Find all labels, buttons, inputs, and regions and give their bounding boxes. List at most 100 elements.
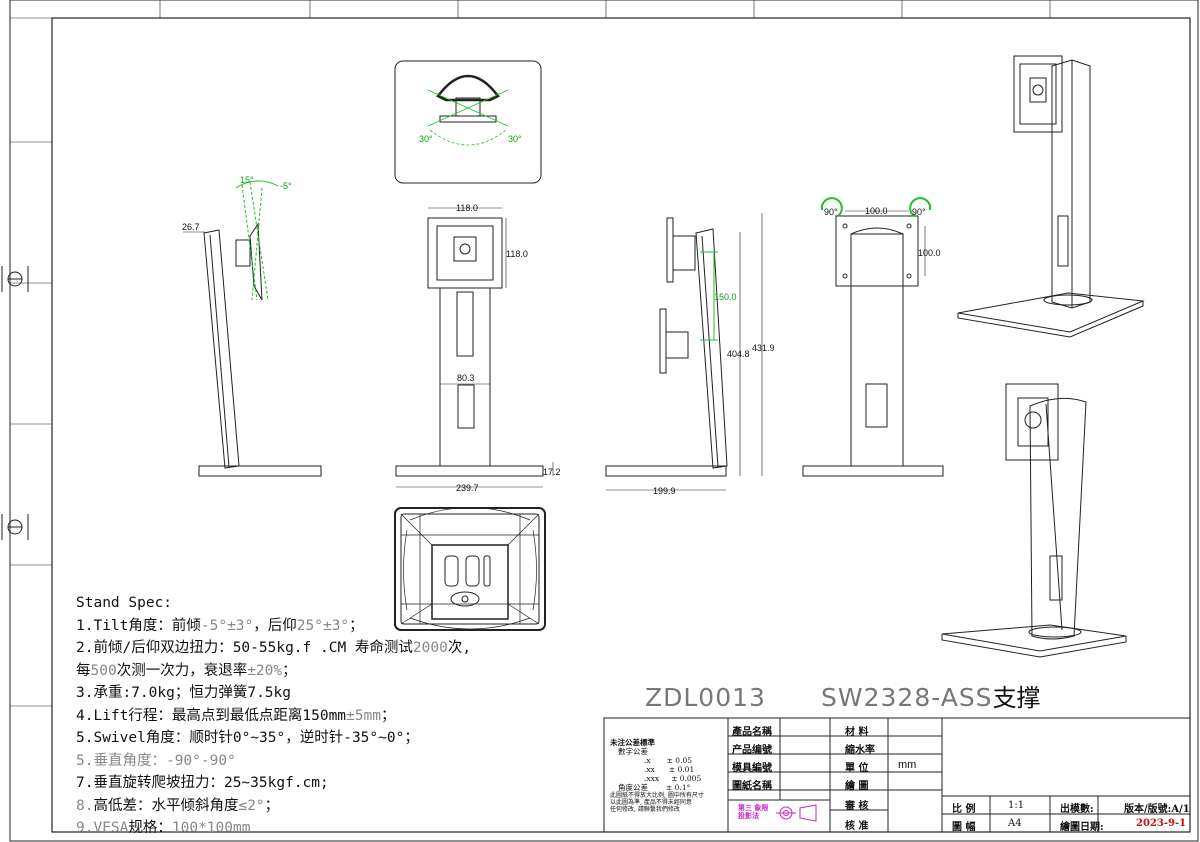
dim-vesa-height: 100.0 — [918, 248, 941, 258]
tolerance-key: .x — [644, 756, 651, 765]
tb-size-value: A4 — [1008, 818, 1022, 829]
tolerance-key: .xx — [644, 765, 655, 774]
spec-line-6: 5.Swivel角度：顺时针0°~35°，逆时针-35°~0°； — [76, 730, 419, 746]
dim-swivel-right: 30° — [508, 134, 522, 144]
side-tilt-dimensions: 15° -5° 26.7 — [182, 175, 292, 233]
part-suffix: 支撑 — [992, 684, 1041, 712]
spec-text: 高低差： — [93, 797, 152, 814]
registration-mark — [1, 266, 29, 292]
dim-min-height: 404.8 — [727, 349, 750, 359]
tb-label-date: 繪圖日期: — [1060, 822, 1104, 833]
spec-text: ； — [282, 662, 297, 679]
tb-label-mold-no: 模具編號 — [732, 763, 772, 774]
tolerance-value: ± 0.05 — [666, 756, 692, 765]
tb-projection: 第三 象限 投影法 — [738, 804, 769, 820]
tb-label-unit: 單 位 — [845, 763, 869, 774]
spec-text: 5. — [76, 752, 94, 769]
side-lift-dimensions — [606, 213, 763, 491]
part-code: ZDL0013 — [645, 683, 766, 712]
spec-heading: Stand Spec: — [76, 595, 173, 611]
spec-line-1: 1.Tilt角度：前倾-5°±3°，后仰25°±3°； — [76, 615, 471, 638]
tolerance-note-line: 任何修改, 請聯繫我們修改 — [610, 806, 680, 813]
tolerance-row: .x ± 0.05 — [644, 756, 704, 765]
spec-value: ±5mm — [346, 707, 381, 724]
stand-spec: Stand Spec: 1.Tilt角度：前倾-5°±3°，后仰25°±3°； … — [76, 592, 471, 840]
spec-text: 次测一次力，衰退率 — [116, 662, 248, 679]
spec-text: 次, — [447, 640, 472, 656]
spec-text: 8. — [76, 797, 94, 814]
tb-label-approved: 核 准 — [845, 821, 869, 832]
dim-front-width: 118.0 — [456, 203, 478, 213]
spec-value: -5°±3° — [200, 617, 254, 634]
spec-text: 每 — [76, 662, 91, 679]
tolerance-row: .xx ± 0.01 — [644, 765, 704, 774]
dim-vesa-width: 100.0 — [865, 206, 888, 216]
tolerance-key: .xxx — [644, 774, 660, 783]
dim-base-width: 239.7 — [456, 483, 479, 493]
projection-symbol — [776, 804, 817, 822]
spec-line-10: 9.VESA规格：100*100mm — [76, 817, 471, 840]
part-model: SW2328-ASS — [821, 683, 993, 712]
spec-value: 2000 — [412, 640, 448, 656]
swivel-top-view — [394, 60, 542, 184]
tolerance-heading: 未注公差標準 — [610, 738, 655, 747]
spec-value: -90°-90° — [165, 752, 236, 769]
spec-line-3: 每500次测一次力，衰退率±20%； — [76, 660, 471, 683]
swivel-dimensions: 30° 30° — [419, 134, 522, 144]
front-dimensions — [396, 207, 554, 488]
tolerance-value: ± 0.005 — [671, 774, 702, 783]
tb-label-mold-count: 出模數: — [1060, 804, 1094, 815]
iso-view-bottom — [941, 383, 1127, 658]
registration-mark — [1, 514, 29, 540]
spec-value: 25°±3° — [296, 617, 350, 634]
spec-line-9: 8.高低差：水平倾斜角度≤2°； — [76, 795, 471, 818]
dim-rotate-left: 90° — [824, 207, 838, 217]
spec-value: ±20% — [247, 662, 283, 679]
tb-label-material: 材 料 — [845, 727, 869, 738]
spec-text: ，后仰 — [253, 617, 297, 634]
tb-label-scale: 比 例 — [952, 804, 976, 815]
tb-scale-value: 1:1 — [1008, 800, 1025, 811]
spec-text: ； — [349, 617, 364, 634]
spec-text: 规格： — [128, 820, 172, 836]
dim-lift-stroke: 150.0 — [714, 292, 737, 302]
tb-label-version: 版本/版號:A/1 — [1124, 804, 1190, 815]
title-block-grid — [603, 717, 1191, 833]
spec-line-8: 7.垂直旋转爬坡扭力：25~35kgf.cm; — [76, 775, 329, 791]
spec-line-5: 4.Lift行程：最高点到最低点距离150mm±5mm； — [76, 705, 471, 728]
spec-line-2: 2.前倾/后仰双边扭力：50-55kg.f .CM 寿命测试2000次, — [76, 637, 471, 660]
tolerance-angle: 角度公差± 0.1° — [618, 783, 704, 792]
tb-label-drawing-name: 圖紙名稱 — [732, 781, 772, 792]
tb-label-product-no: 产品编號 — [732, 745, 772, 756]
side-lift-dimension-labels: 150.0 404.8 431.9 199.9 — [653, 292, 775, 496]
tolerance-digits-label: 數字公差 — [618, 747, 648, 756]
tb-label-product-name: 產品名稱 — [732, 727, 772, 738]
spec-text: 2.前倾/后仰双边扭力：50-55kg.f .CM 寿命测试 — [76, 640, 413, 656]
iso-view-top — [957, 55, 1145, 338]
tolerance-row: .xxx ± 0.005 — [644, 774, 704, 783]
tb-label-size: 圖 幅 — [952, 822, 976, 833]
tolerance-note-line: 此圖紙不得放大比例, 圖中所有尺寸 — [610, 792, 704, 799]
spec-value: ≤2° — [238, 797, 265, 814]
dim-max-height: 431.9 — [752, 343, 775, 353]
front-view — [395, 217, 544, 477]
tolerance-angle-label: 角度公差 — [618, 783, 648, 792]
tolerance-value: ± 0.01 — [668, 765, 695, 774]
dim-rotate-right: 90° — [912, 207, 926, 217]
tb-date-value: 2023-9-1 — [1136, 818, 1187, 829]
side-tilt-view — [198, 181, 322, 477]
dim-base-depth: 199.9 — [653, 486, 676, 496]
dim-base-height: 17.2 — [543, 467, 561, 477]
dim-tilt-front: -5° — [280, 181, 292, 191]
dim-column-width: 80.3 — [457, 373, 475, 383]
spec-text: 水平倾斜角度 — [151, 797, 239, 814]
back-dimension-labels: 90° 100.0 90° 100.0 — [824, 206, 941, 258]
spec-line-4: 3.承重:7.0kg；恒力弹簧7.5kg — [76, 685, 291, 701]
base-bottom-view — [394, 507, 546, 631]
tolerance-note: 此圖紙不得放大比例, 圖中所有尺寸 以此圖為準, 產品不得未經同意 任何修改, … — [610, 792, 704, 813]
spec-text: 1.Tilt角度：前倾 — [76, 617, 201, 634]
front-dimension-labels: 118.0 118.0 80.3 239.7 17.2 — [456, 203, 561, 493]
dim-swivel-left: 30° — [419, 134, 433, 144]
side-lift-view — [605, 217, 728, 477]
